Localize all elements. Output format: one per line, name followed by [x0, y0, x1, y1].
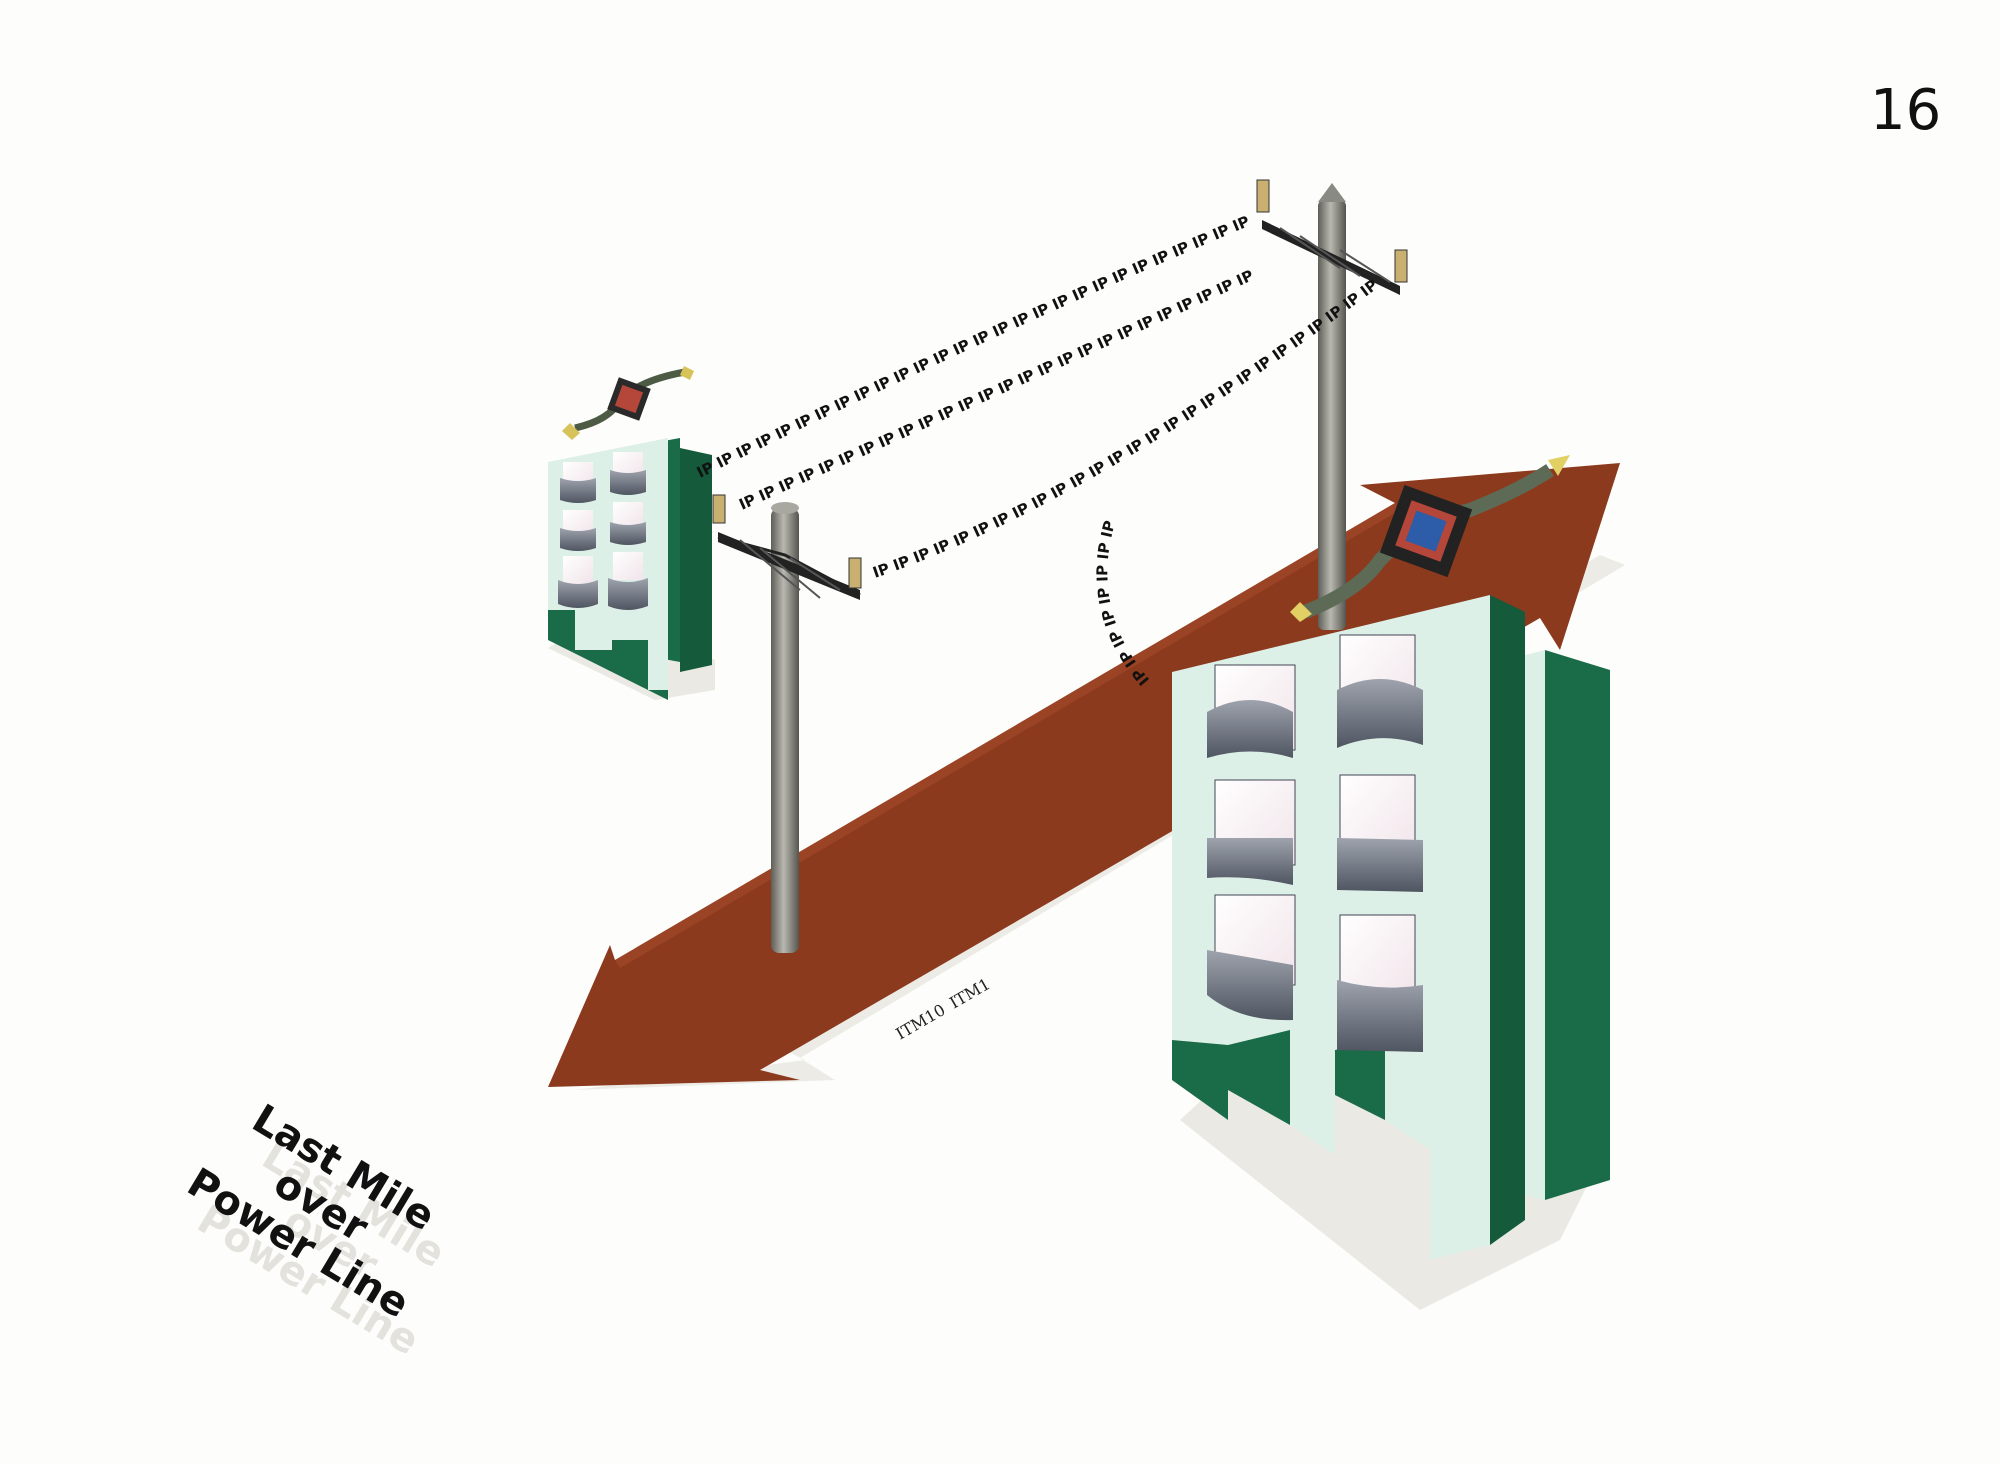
page-number: 16	[1870, 78, 1942, 143]
left-pole	[717, 502, 861, 953]
balcony	[1337, 679, 1423, 748]
right-pole	[1262, 183, 1400, 630]
large-building-face	[1172, 595, 1490, 1260]
balcony	[1337, 980, 1423, 1052]
modem-chip-icon	[1290, 455, 1570, 622]
ip-packet-string: IP IP IP IP IP IP IP IP IP IP IP IP IP I…	[0, 0, 1256, 514]
balcony	[1207, 838, 1293, 885]
large-building-side	[1490, 595, 1525, 1245]
balcony	[1207, 700, 1293, 758]
balcony	[1207, 950, 1293, 1021]
road-arrow-highlight	[615, 503, 1400, 968]
road-label-itm1: ITM1	[946, 974, 993, 1012]
small-building	[548, 438, 712, 700]
balcony	[1337, 838, 1423, 892]
insulator-icon	[712, 494, 862, 589]
modem-chip-icon	[562, 366, 694, 440]
insulator-icon	[1256, 179, 1408, 283]
road-label-itm10: ITM10	[893, 1000, 949, 1043]
large-building	[1172, 595, 1610, 1260]
ip-packet-string: IP IP IP IP IP IP IP IP IP IP IP IP IP I…	[694, 212, 1252, 481]
wire-middle-ip-packets: IP IP IP IP IP IP IP IP IP IP IP IP IP I…	[0, 0, 1256, 514]
wire-upper-ip-packets: IP IP IP IP IP IP IP IP IP IP IP IP IP I…	[694, 212, 1252, 481]
road-arrow	[548, 463, 1620, 1087]
